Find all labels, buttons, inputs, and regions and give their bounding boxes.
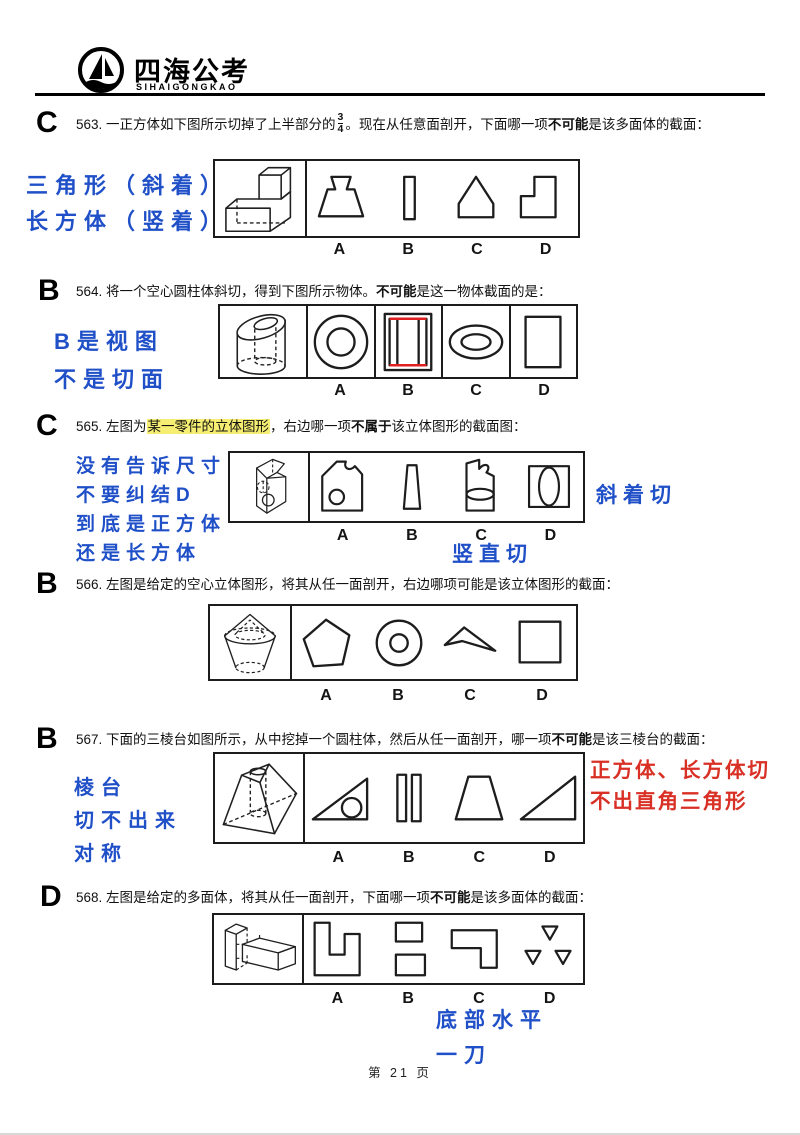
option-label-568-c: C [473,990,485,1007]
logo-sailboat-icon [75,46,127,94]
option-shape-567-c [444,754,514,842]
option-label-563-a: A [333,241,346,258]
answer-letter-567: B [36,722,58,755]
annotation-564-blue: B是视图 不是切面 [54,329,171,392]
option-label-564-c: C [470,382,482,399]
annotation-568-blue: 底部水平 一刀 [436,1009,548,1067]
option-label-568-a: A [331,990,344,1007]
option-shape-564-d [508,306,577,377]
question-568-text: 568. 左图是给定的多面体，将其从任一面剖开，下面哪一项不可能是该多面体的截面… [76,890,593,905]
annotation-567-red: 正方体、长方体切 不出直角三角形 [590,759,770,813]
option-label-565-d: D [544,527,557,544]
question-566-text: 566. 左图是给定的空心立体图形，将其从任一面剖开，右边哪项可能是该立体图形的… [76,577,620,592]
option-label-566-a: A [320,687,332,704]
option-label-567-b: B [402,849,415,866]
question-567-text: 567. 下面的三棱台如图所示，从中挖掉一个圆柱体，然后从任一面剖开，哪一项不可… [76,732,714,747]
option-labels-568: A B C D [302,990,585,1008]
annotation-563-blue: 三角形（斜着） 长方体（竖着） [26,173,230,234]
option-shape-564-a [308,306,374,377]
option-labels-567: A B C D [303,849,585,867]
brand-subtitle: SIHAIGONGKAO [136,82,238,92]
answer-letter-564: B [38,274,60,307]
answer-letter-566: B [36,567,58,600]
option-label-564-a: A [334,382,346,399]
answer-letter-563: C [36,106,58,139]
stimulus-566-hollow-funnel [210,606,292,679]
option-label-566-c: C [464,687,476,704]
answer-letter-565: C [36,409,58,442]
stimulus-567-frustum-with-hole [215,754,305,842]
option-shape-567-b [375,754,445,842]
annotation-565-blue-bottom: 竖直切 [452,543,533,566]
option-shape-565-b [378,453,446,521]
option-shape-568-c [444,915,514,983]
option-label-563-d: D [539,241,552,258]
option-label-568-b: B [402,990,414,1007]
option-shape-563-d [510,161,578,236]
option-label-566-d: D [536,687,548,704]
option-shape-565-a [310,453,378,521]
option-label-564-d: D [538,382,550,399]
option-shape-567-a [305,754,375,842]
option-label-568-d: D [543,990,556,1007]
option-shape-567-d [514,754,584,842]
option-labels-566: A B C D [290,687,578,705]
header-rule [35,93,765,96]
option-shape-568-a [304,915,374,983]
option-shape-563-c [443,161,511,236]
highlighted-phrase: 某一零件的立体图形 [146,419,271,434]
option-label-565-c: C [475,527,487,544]
brand-name: 四海公考 [134,57,250,87]
option-label-563-c: C [471,241,483,258]
annotation-567-blue: 棱台 切不出来 对称 [74,777,182,865]
stimulus-568-interlocked-boxes [214,915,304,983]
option-labels-565: A B C D [308,527,585,545]
option-labels-564: A B C D [306,382,578,400]
option-shape-565-d [515,453,583,521]
option-label-567-a: A [332,849,345,866]
option-label-564-b: B [402,382,414,399]
figure-568 [212,913,585,985]
option-shape-563-b [375,161,443,236]
figure-563 [213,159,580,238]
figure-566 [208,604,578,681]
option-shape-566-d [505,606,576,679]
figure-567 [213,752,585,844]
stimulus-565-machine-part [230,453,310,521]
option-shape-568-d [513,915,583,983]
option-shape-563-a [307,161,375,236]
stimulus-564-slanted-cylinder [220,306,308,377]
question-564-text: 564. 将一个空心圆柱体斜切，得到下图所示物体。不可能是这一物体截面的是： [76,284,552,299]
annotation-565-blue-right: 斜着切 [596,484,677,507]
stimulus-563-step-solid [215,161,307,236]
option-label-566-b: B [392,687,404,704]
option-label-565-b: B [406,527,418,544]
answer-letter-568: D [40,880,62,913]
question-565-text: 565. 左图为某一零件的立体图形，右边哪一项不属于该立体图形的截面图： [76,419,527,434]
option-shape-568-b [374,915,444,983]
option-label-567-d: D [543,849,556,866]
annotation-565-blue-left: 没有告诉尺寸 不要纠结D 到底是正方体 还是长方体 [76,456,227,564]
option-label-565-a: A [336,527,349,544]
option-shape-564-c [441,306,509,377]
option-label-567-c: C [473,849,486,866]
option-shape-565-c [447,453,515,521]
figure-565 [228,451,585,523]
option-shape-566-a [292,606,363,679]
option-labels-563: A B C D [305,241,580,259]
option-shape-566-c [434,606,505,679]
figure-564 [218,304,578,379]
page-number: 第 21 页 [368,1066,432,1080]
option-label-563-b: B [402,241,414,258]
option-shape-564-b [373,306,442,377]
option-shape-566-b [363,606,434,679]
